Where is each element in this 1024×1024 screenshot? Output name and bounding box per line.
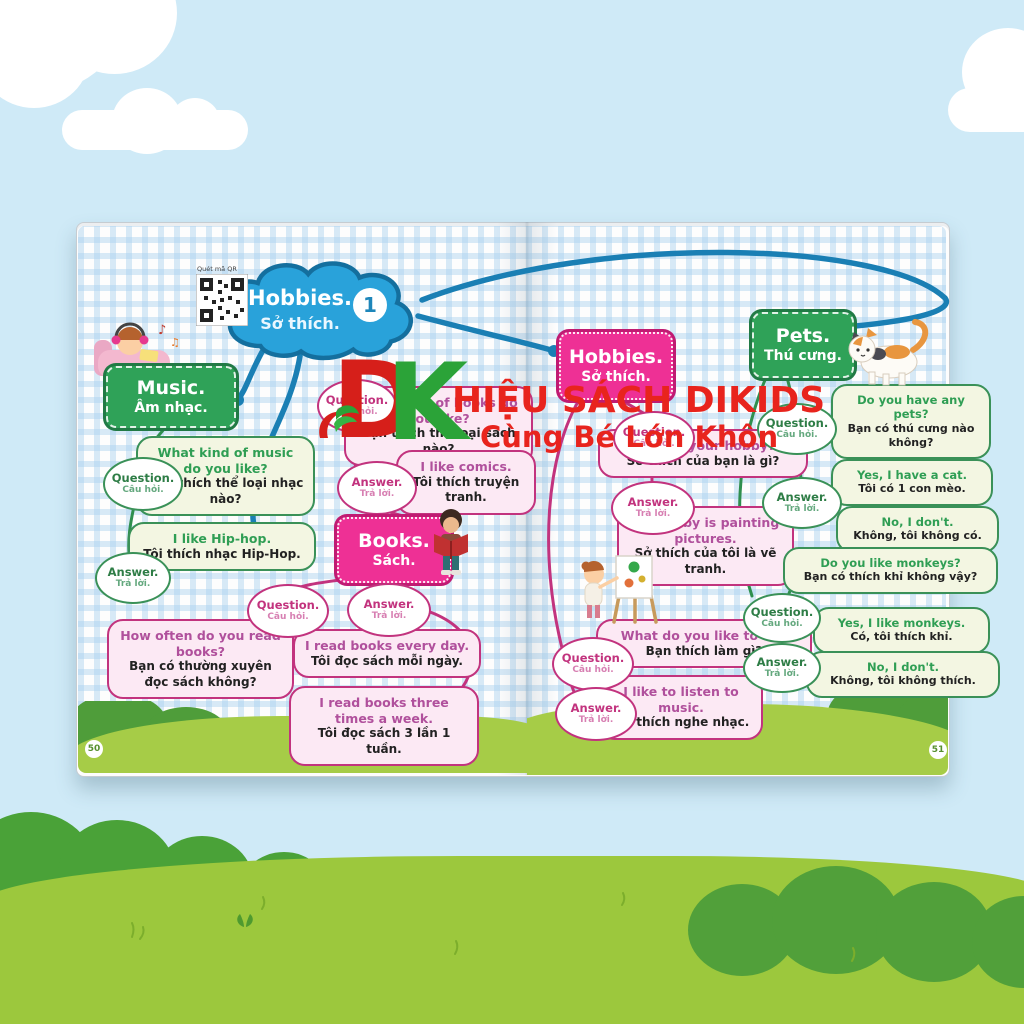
hobbies-question1-ellipse: Question. Câu hỏi. (613, 411, 695, 465)
watermark-store-name: HIỆU SÁCH DIKIDS (452, 380, 826, 421)
books-question2-ellipse: Question. Câu hỏi. (247, 584, 329, 638)
painting-girl-illustration (581, 555, 658, 624)
pets-branch-label: Pets. Thú cưng. (752, 312, 854, 378)
pets-answer2-bubble: No, I don't. Không, tôi không có. (836, 506, 999, 553)
right-page-number: 51 (929, 741, 947, 759)
books-question2-bubble: How often do you read books? Bạn có thườ… (107, 619, 294, 700)
svg-text:♪: ♪ (158, 323, 166, 338)
music-label-vi: Âm nhạc. (134, 399, 208, 416)
music-branch-label: Music. Âm nhạc. (106, 366, 236, 428)
qr-code (196, 274, 248, 326)
watermark-store-slogan: Cùng Bé Lớn Khôn (480, 420, 779, 454)
left-page-number: 50 (85, 740, 103, 758)
pets-answer1-ellipse: Answer. Trả lời. (762, 477, 842, 529)
logo-letter-k: K (386, 341, 469, 464)
hobbies-question2-ellipse: Question. Câu hỏi. (552, 637, 634, 691)
hobbies-branch-label: Hobbies. Sở thích. (559, 332, 673, 400)
bookstore-watermark: D K HIỆU SÁCH DIKIDS Cùng Bé Lớn Khôn (318, 348, 938, 486)
books-answer1-bubble: I like comics. Tôi thích truyện tranh. (396, 450, 536, 515)
pets-question1-ellipse: Question. Câu hỏi. (757, 403, 837, 455)
music-question-ellipse: Question. Câu hỏi. (103, 457, 183, 511)
lesson-number-badge: 1 (353, 288, 387, 322)
hobbies-label-en: Hobbies. (568, 345, 664, 368)
qr-caption: Quét mã QR (197, 265, 237, 273)
hobbies-answer2-ellipse: Answer. Trả lời. (555, 687, 637, 741)
pets-answer3-bubble: Yes, I like monkeys. Có, tôi thích khỉ. (813, 607, 990, 654)
pets-label-en: Pets. (775, 324, 831, 347)
books-answer3-bubble: I read books three times a week. Tôi đọc… (289, 686, 479, 767)
books-question1-ellipse: Question. Câu hỏi. (317, 379, 397, 433)
pets-question2-bubble: Do you like monkeys? Bạn có thích khỉ kh… (783, 547, 998, 594)
books-label-vi: Sách. (372, 552, 416, 569)
music-label-en: Music. (136, 376, 206, 399)
cat-illustration (848, 319, 929, 386)
root-topic-title: Hobbies. (248, 286, 352, 310)
reading-boy-illustration (434, 509, 468, 575)
books-answer1-ellipse: Answer. Trả lời. (337, 461, 417, 515)
music-answer-ellipse: Answer. Trả lời. (95, 552, 171, 604)
pets-answer1-bubble: Yes, I have a cat. Tôi có 1 con mèo. (831, 459, 993, 506)
hobbies-label-vi: Sở thích. (581, 368, 651, 385)
svg-text:♫: ♫ (170, 336, 180, 349)
pets-answer2-ellipse: Answer. Trả lời. (743, 643, 821, 693)
books-branch-label: Books. Sách. (337, 517, 451, 583)
books-answer2-bubble: I read books every day. Tôi đọc sách mỗi… (293, 629, 481, 679)
logo-leaf-icon (319, 405, 359, 438)
pets-question1-bubble: Do you have any pets? Bạn có thú cưng nà… (831, 384, 991, 460)
books-label-en: Books. (358, 529, 430, 552)
hobbies-answer1-ellipse: Answer. Trả lời. (611, 481, 695, 535)
pets-label-vi: Thú cưng. (764, 347, 842, 364)
root-topic-cloud: Hobbies. Sở thích. 1 (205, 256, 433, 364)
pets-answer4-bubble: No, I don't. Không, tôi không thích. (806, 651, 1000, 698)
grass-sprigs (131, 892, 856, 962)
root-topic-subtitle: Sở thích. (260, 314, 340, 333)
logo-letter-d: D (332, 339, 420, 462)
pets-question2-ellipse: Question. Câu hỏi. (743, 593, 821, 643)
books-answer2-ellipse: Answer. Trả lời. (347, 583, 431, 637)
